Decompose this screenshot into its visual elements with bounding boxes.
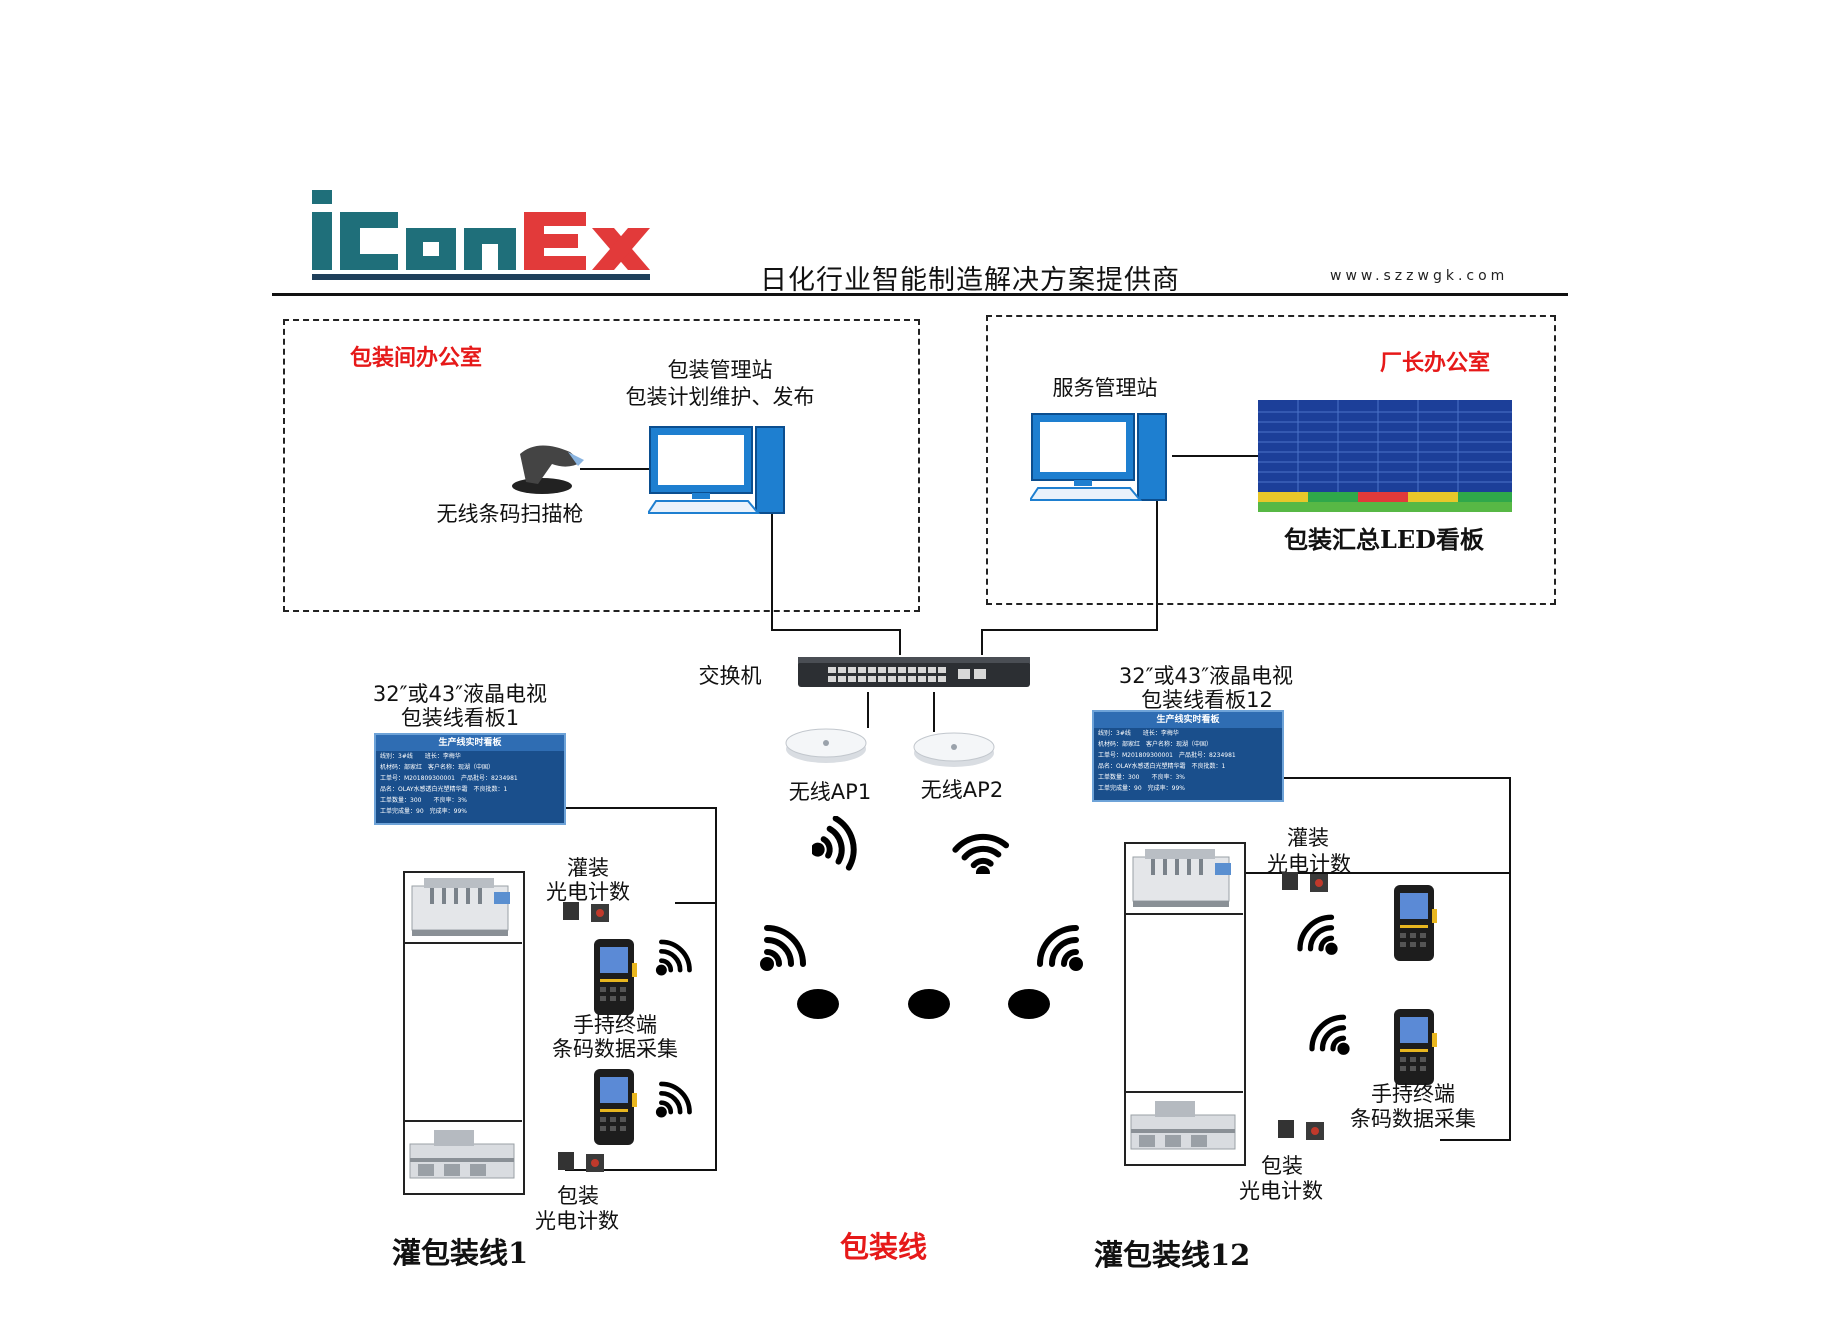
handheld-terminal-icon	[592, 1067, 638, 1151]
tv-board-row: 机材码：部家红 客户名称：现湖（中国）	[380, 764, 495, 771]
wifi-signal-icon	[652, 934, 702, 982]
line1-handheld-title: 手持终端	[573, 1013, 657, 1037]
wireless-ap2-label: 无线AP2	[920, 778, 1004, 802]
service-station-computer-icon	[1028, 412, 1170, 506]
switch-label: 交换机	[698, 664, 762, 688]
header-divider	[272, 293, 1568, 296]
line12-title: 灌包装线12	[1094, 1238, 1251, 1272]
tv-board-header: 生产线实时看板	[1094, 712, 1282, 728]
tv-board-row: 工单完成量：90 完成率：99%	[380, 808, 467, 815]
tv-board-row: 工单完成量：90 完成率：99%	[1098, 785, 1185, 792]
ellipsis-dot	[908, 989, 950, 1019]
tv-board-row: 工单号：M201809300001 产品批号：8234981	[380, 775, 518, 782]
photoelectric-sensor-icon	[563, 900, 613, 928]
network-switch-icon	[798, 655, 1030, 697]
handheld-terminal-icon	[592, 937, 638, 1021]
wifi-signal-icon	[1286, 908, 1342, 962]
line12-filling-sensor-title: 灌装	[1287, 826, 1329, 850]
line1-handheld-subtitle: 条码数据采集	[552, 1037, 678, 1061]
led-summary-board-icon	[1258, 400, 1512, 516]
wifi-signal-icon	[1024, 918, 1088, 978]
packing-station-title: 包装管理站	[667, 358, 773, 382]
tv-board-row: 工单数量：300 不良率：3%	[1098, 774, 1185, 781]
tagline: 日化行业智能制造解决方案提供商	[760, 265, 1180, 296]
line1-filling-sensor-subtitle: 光电计数	[546, 880, 630, 904]
led-summary-board-label: 包装汇总LED看板	[1284, 525, 1484, 554]
packing-station-subtitle: 包装计划维护、发布	[625, 385, 815, 409]
line1-filling-machine-icon	[404, 872, 522, 944]
wireless-ap1-label: 无线AP1	[788, 780, 872, 804]
service-station-title: 服务管理站	[1052, 376, 1158, 400]
line12-packing-sensor-title: 包装	[1261, 1154, 1303, 1178]
line12-packing-machine-icon	[1125, 1091, 1243, 1163]
wifi-signal-icon	[1298, 1008, 1354, 1062]
photoelectric-sensor-icon	[1282, 870, 1332, 898]
line12-tv-title: 32″或43″液晶电视	[1118, 664, 1294, 688]
tv-board-row: 品名：OLAY水感透白光塑精华霜 不良批数：1	[1098, 763, 1226, 770]
line1-tv-board: 生产线实时看板 线别：3#线 班长：李梅华 机材码：部家红 客户名称：现湖（中国…	[374, 733, 566, 825]
line12-filling-sensor-subtitle: 光电计数	[1267, 852, 1351, 876]
tv-board-row: 机材码：部家红 客户名称：现湖（中国）	[1098, 741, 1213, 748]
tv-board-row: 线别：3#线 班长：李梅华	[1098, 730, 1179, 737]
packing-station-computer-icon	[646, 425, 788, 519]
ellipsis-dot	[1008, 989, 1050, 1019]
website-url: www.szzwgk.com	[1330, 268, 1509, 284]
barcode-scanner-icon	[508, 440, 588, 500]
packing-office-title: 包装间办公室	[350, 346, 483, 371]
line1-packing-machine-icon	[404, 1120, 522, 1192]
photoelectric-sensor-icon	[558, 1150, 608, 1178]
wifi-signal-icon	[950, 818, 1014, 880]
factory-director-office-title: 厂长办公室	[1380, 351, 1491, 376]
factory-director-office-zone	[986, 315, 1556, 605]
wireless-ap2-icon	[912, 727, 996, 773]
handheld-terminal-icon	[1392, 1007, 1438, 1091]
iconex-logo	[308, 188, 678, 288]
tv-board-row: 品名：OLAY水感透白光塑精华霜 不良批数：1	[380, 786, 508, 793]
line12-handheld-subtitle: 条码数据采集	[1350, 1107, 1476, 1131]
line1-title: 灌包装线1	[392, 1236, 529, 1270]
line1-packing-sensor-title: 包装	[557, 1184, 599, 1208]
center-title: 包装线	[840, 1230, 928, 1264]
wifi-signal-icon	[755, 918, 819, 978]
line1-filling-sensor-title: 灌装	[567, 856, 609, 880]
tv-board-row: 线别：3#线 班长：李梅华	[380, 753, 461, 760]
wireless-ap1-icon	[784, 723, 868, 769]
tv-board-row: 工单号：M201809300001 产品批号：8234981	[1098, 752, 1236, 759]
line12-tv-subtitle: 包装线看板12	[1141, 688, 1273, 712]
line1-tv-subtitle: 包装线看板1	[400, 706, 520, 730]
tv-board-header: 生产线实时看板	[376, 735, 564, 751]
ellipsis-dot	[797, 989, 839, 1019]
line12-packing-sensor-subtitle: 光电计数	[1239, 1179, 1323, 1203]
barcode-scanner-label: 无线条码扫描枪	[436, 502, 584, 526]
wifi-signal-icon	[652, 1076, 702, 1124]
packing-office-zone	[283, 319, 920, 612]
handheld-terminal-icon	[1392, 883, 1438, 967]
line1-packing-sensor-subtitle: 光电计数	[535, 1209, 619, 1233]
line12-filling-machine-icon	[1125, 843, 1243, 915]
line1-tv-title: 32″或43″液晶电视	[372, 682, 548, 706]
tv-board-row: 工单数量：300 不良率：3%	[380, 797, 467, 804]
wifi-signal-icon	[810, 815, 876, 876]
photoelectric-sensor-icon	[1278, 1118, 1328, 1146]
line12-tv-board: 生产线实时看板 线别：3#线 班长：李梅华 机材码：部家红 客户名称：现湖（中国…	[1092, 710, 1284, 802]
line12-handheld-title: 手持终端	[1371, 1082, 1455, 1106]
